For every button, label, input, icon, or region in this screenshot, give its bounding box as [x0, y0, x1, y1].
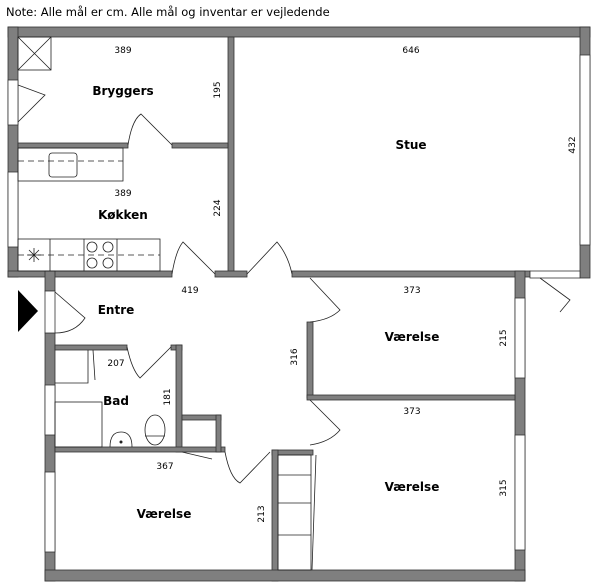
- wardrobe: [277, 454, 312, 571]
- room-label-vaerelse1: Værelse: [385, 330, 440, 344]
- doors: [17, 84, 571, 484]
- vaerelse2-depth: 315: [499, 479, 509, 496]
- fixtures: [17, 36, 317, 571]
- washbasin-icon: [109, 431, 133, 448]
- entre-width: 419: [181, 286, 198, 296]
- sink-icon: [48, 152, 78, 178]
- room-label-kokken: Køkken: [98, 208, 148, 222]
- bryggers-depth: 195: [213, 81, 223, 98]
- vaerelse2-width: 373: [403, 407, 420, 417]
- plan-note: Note: Alle mål er cm. Alle mål og invent…: [6, 5, 330, 19]
- stove-icon: [86, 241, 114, 269]
- room-label-stue: Stue: [395, 138, 426, 152]
- room-label-entre: Entre: [98, 303, 135, 317]
- labels: 389 Bryggers 195 389 Køkken 224 646 Stue…: [92, 46, 578, 523]
- bad-depth: 181: [163, 388, 173, 405]
- kokken-width: 389: [114, 189, 131, 199]
- fan-icon: [27, 248, 41, 262]
- stue-width: 646: [402, 46, 419, 56]
- room-label-bryggers: Bryggers: [92, 84, 153, 98]
- windows: [7, 54, 591, 553]
- room-label-vaerelse3: Værelse: [137, 507, 192, 521]
- room-label-vaerelse2: Værelse: [385, 480, 440, 494]
- vaerelse3-depth: 213: [257, 505, 267, 522]
- kokken-depth: 224: [213, 199, 223, 216]
- appliance-box: [17, 36, 52, 71]
- bryggers-width: 389: [114, 46, 131, 56]
- toilet-icon: [144, 414, 166, 446]
- entrance-arrow-icon: [18, 290, 38, 332]
- entre-depth: 316: [290, 348, 300, 365]
- kitchen-counter: [17, 147, 124, 182]
- vaerelse3-width: 367: [156, 462, 173, 472]
- room-label-bad: Bad: [103, 394, 129, 408]
- walls: [7, 26, 591, 582]
- stue-depth: 432: [568, 136, 578, 153]
- bad-width: 207: [107, 359, 124, 369]
- vaerelse1-width: 373: [403, 286, 420, 296]
- vaerelse1-depth: 215: [499, 329, 509, 346]
